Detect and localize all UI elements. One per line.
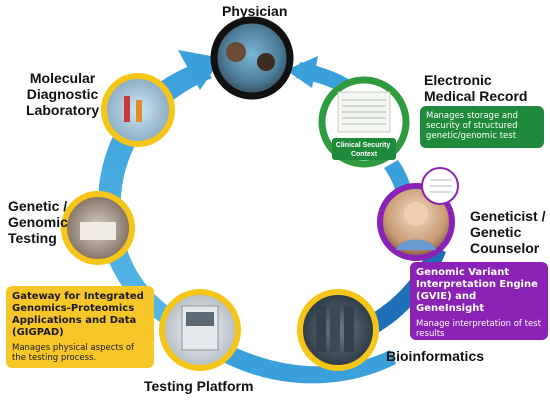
physician-figure — [226, 42, 246, 62]
label-line: Molecular — [29, 70, 96, 86]
node-physician — [210, 16, 294, 100]
tube-icon — [136, 100, 142, 122]
label-line: Testing — [8, 230, 57, 246]
gigpad-title: Gateway for Integrated Genomics-Proteomi… — [12, 291, 144, 338]
arrow-arc-bottom — [212, 340, 396, 384]
physician-label: Physician — [222, 3, 288, 19]
node-emr: Clinical Security Context — [318, 76, 410, 168]
label-line: Genetic / — [8, 198, 68, 214]
inset-line: Context — [351, 151, 378, 158]
label-line: Genetic — [470, 224, 522, 240]
server-rack — [316, 306, 326, 352]
physician-ring — [210, 16, 294, 100]
label-line: Diagnostic — [26, 86, 99, 102]
instrument-window — [186, 312, 214, 326]
gvie-box: Genomic Variant Interpretation Engine (G… — [410, 262, 548, 340]
tube-icon — [124, 96, 130, 122]
clinical-security-label: Clinical Security Context — [336, 142, 392, 158]
plate-icon — [80, 222, 116, 240]
label-line: Counselor — [470, 240, 540, 256]
gvie-title: Genomic Variant Interpretation Engine (G… — [416, 267, 538, 314]
emr-box: Manages storage and security of structur… — [420, 106, 544, 148]
label-line: Medical Record — [424, 88, 528, 104]
node-mdl — [101, 73, 175, 147]
node-counselor — [377, 167, 459, 261]
node-genetic-testing — [61, 191, 135, 265]
counselor-face — [404, 202, 428, 226]
gigpad-body: Manages physical aspects of the testing … — [12, 343, 135, 363]
gigpad-box: Gateway for Integrated Genomics-Proteomi… — [6, 286, 154, 368]
node-testing-platform — [159, 289, 241, 371]
counselor-shirt — [396, 239, 436, 250]
clinical-security-badge — [332, 138, 396, 160]
emr-body: Manages storage and security of structur… — [426, 111, 518, 141]
gvie-body: Manage interpretation of test results — [416, 319, 541, 339]
arrowhead-top-right — [286, 56, 318, 88]
label-line: Genomic — [8, 214, 68, 230]
node-bioinformatics — [297, 289, 379, 371]
server-rack — [344, 306, 354, 352]
child-figure — [257, 53, 275, 71]
label-line: Geneticist / — [470, 208, 546, 224]
bioinformatics-label: Bioinformatics — [386, 348, 485, 364]
label-line: Electronic — [424, 72, 492, 88]
testing-platform-label: Testing Platform — [144, 378, 254, 394]
server-rack — [330, 306, 340, 352]
inset-line: Clinical Security — [336, 142, 391, 149]
label-line: Laboratory — [26, 102, 100, 118]
